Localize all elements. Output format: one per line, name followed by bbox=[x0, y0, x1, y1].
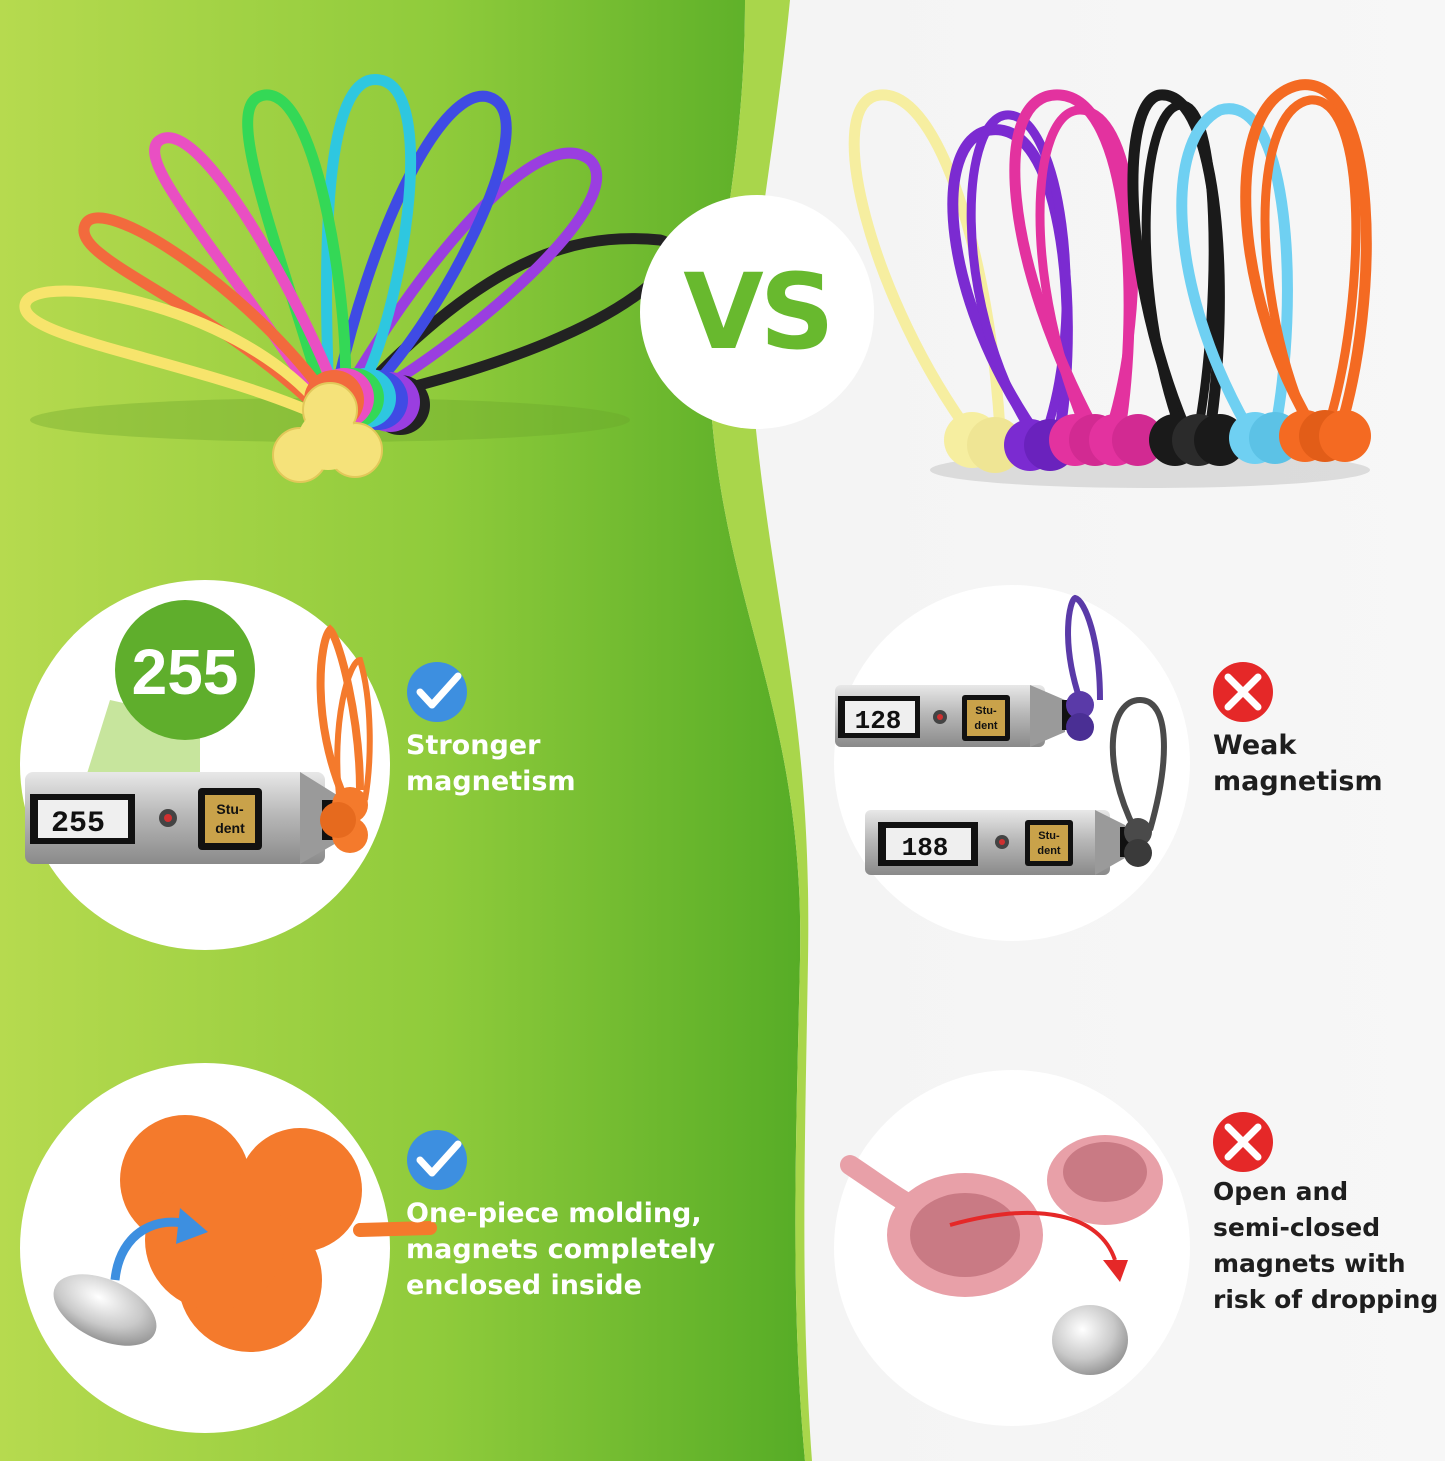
dropping-arrow-icon bbox=[949, 1210, 1117, 1261]
check-icon bbox=[407, 1130, 467, 1190]
loops-image-left bbox=[19, 74, 677, 483]
feature-line: Open and bbox=[1213, 1177, 1349, 1206]
weak-magnetism-circle: 128 Stu- dent 188 Stu- dent bbox=[834, 585, 1190, 941]
one-piece-molding-circle bbox=[20, 1063, 437, 1433]
feature-line: magnetism bbox=[406, 766, 576, 797]
weak-gauge-value-1: 128 bbox=[855, 706, 902, 736]
feature-stronger-magnetism: Stronger magnetism bbox=[406, 728, 576, 800]
check-icon bbox=[407, 662, 467, 722]
feature-open-magnets: Open and semi-closed magnets with risk o… bbox=[1213, 1174, 1438, 1318]
gauge-bubble bbox=[115, 600, 255, 740]
feature-line: One-piece molding, bbox=[406, 1198, 702, 1229]
weak-sticker-2-line-2: dent bbox=[1037, 845, 1061, 857]
sticker-line-1: Stu- bbox=[216, 801, 244, 817]
strong-magnetism-circle: 255 255 Stu- dent bbox=[20, 580, 390, 950]
weak-sticker-1-line-1: Stu- bbox=[975, 705, 997, 717]
feature-line: semi-closed bbox=[1213, 1213, 1381, 1242]
feature-line: magnets completely bbox=[406, 1234, 716, 1265]
feature-line: magnets with bbox=[1213, 1249, 1406, 1278]
magnet-disc-icon-right bbox=[1052, 1305, 1128, 1375]
magnet-disc-icon bbox=[53, 1274, 157, 1346]
feature-one-piece-molding: One-piece molding, magnets completely en… bbox=[406, 1196, 715, 1304]
gauge-display-value: 255 bbox=[51, 807, 105, 841]
feature-weak-magnetism: Weak magnetism bbox=[1213, 728, 1383, 800]
weak-sticker-2-line-1: Stu- bbox=[1038, 830, 1060, 842]
vs-badge: VS bbox=[640, 195, 874, 429]
weak-sticker-1-line-2: dent bbox=[974, 720, 998, 732]
cross-icon bbox=[1213, 1112, 1273, 1172]
feature-line: magnetism bbox=[1213, 766, 1383, 797]
feature-line: enclosed inside bbox=[406, 1270, 642, 1301]
feature-line: risk of dropping bbox=[1213, 1285, 1439, 1314]
open-magnet-circle bbox=[834, 1070, 1190, 1426]
weak-gauge-value-2: 188 bbox=[902, 833, 949, 863]
feature-line: Weak bbox=[1213, 730, 1297, 761]
feature-line: Stronger bbox=[406, 730, 541, 761]
loops-image-right bbox=[848, 79, 1372, 488]
sticker-line-2: dent bbox=[215, 820, 245, 836]
vs-label: VS bbox=[683, 251, 834, 373]
gauge-bubble-value: 255 bbox=[132, 636, 239, 708]
cross-icon bbox=[1213, 662, 1273, 722]
